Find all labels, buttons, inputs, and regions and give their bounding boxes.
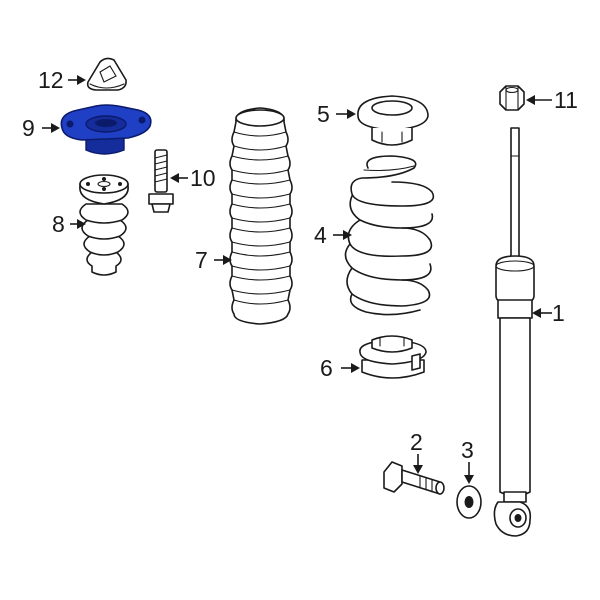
part-6-lower-spring-seat[interactable] xyxy=(359,335,427,379)
callout-label-2: 2 xyxy=(410,429,423,455)
callout-2: 2 xyxy=(410,429,423,474)
callout-label-5: 5 xyxy=(317,101,330,127)
callout-8: 8 xyxy=(52,211,86,237)
callout-9: 9 xyxy=(22,115,60,141)
part-8-bump-stop[interactable] xyxy=(79,174,129,276)
callout-label-3: 3 xyxy=(461,437,474,463)
callout-3: 3 xyxy=(461,437,474,484)
callout-label-12: 12 xyxy=(38,67,64,93)
callout-12: 12 xyxy=(38,67,86,93)
part-3-washer[interactable] xyxy=(456,485,482,519)
callout-11: 11 xyxy=(526,87,578,113)
callout-label-4: 4 xyxy=(314,222,327,248)
callout-label-10: 10 xyxy=(190,165,216,191)
part-12-dust-cap[interactable] xyxy=(86,57,127,91)
callout-10: 10 xyxy=(170,165,216,191)
part-4-coil-spring[interactable] xyxy=(344,155,435,316)
part-7-dust-boot[interactable] xyxy=(229,107,293,325)
callout-label-9: 9 xyxy=(22,115,35,141)
callout-5: 5 xyxy=(317,101,356,127)
callout-label-1: 1 xyxy=(552,300,565,326)
part-1-shock-absorber[interactable] xyxy=(493,127,535,537)
callout-7: 7 xyxy=(195,247,232,273)
callout-label-8: 8 xyxy=(52,211,65,237)
callout-1: 1 xyxy=(532,300,565,326)
callout-label-6: 6 xyxy=(320,355,333,381)
callout-label-11: 11 xyxy=(554,87,578,113)
part-5-upper-spring-seat[interactable] xyxy=(357,95,429,146)
part-2-bolt[interactable] xyxy=(383,461,445,495)
callout-label-7: 7 xyxy=(195,247,208,273)
callout-6: 6 xyxy=(320,355,360,381)
part-11-nut[interactable] xyxy=(499,85,525,111)
part-9-upper-mount[interactable] xyxy=(60,104,152,155)
callout-4: 4 xyxy=(314,222,352,248)
part-10-bolt[interactable] xyxy=(148,149,174,213)
